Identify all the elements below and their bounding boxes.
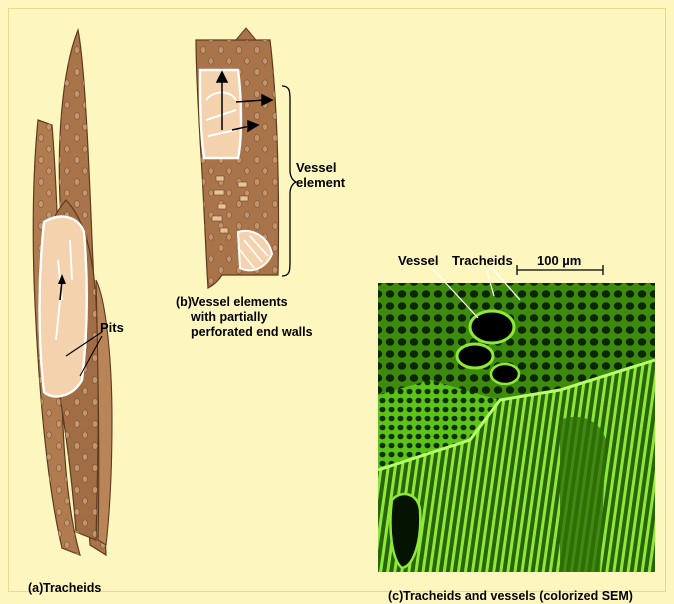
vessel-interior	[198, 68, 243, 160]
tracheid-interior	[38, 215, 88, 398]
sem-tracheids-label: Tracheids	[452, 253, 513, 268]
scale-bar-label: 100 µm	[537, 253, 582, 268]
perforated-end-wall	[236, 230, 274, 272]
pits-label: Pits	[100, 320, 124, 335]
vessel-element-label: Vessel element	[296, 160, 346, 190]
tracheid-right	[95, 279, 113, 546]
sem-vessel-label: Vessel	[398, 253, 439, 268]
caption-b-letter: (b)	[176, 295, 192, 309]
vessel-elements-drawing	[195, 27, 298, 289]
caption-c-letter: (c)	[388, 589, 404, 603]
caption-c-text: Tracheids and vessels (colorized SEM)	[403, 589, 633, 603]
caption-b: (b)Vessel elements with partially perfor…	[176, 295, 313, 340]
sem-vessel-opening	[468, 309, 516, 345]
pits-leader-lines	[65, 331, 103, 377]
tracheids-drawing	[32, 27, 113, 557]
caption-a: (a)Tracheids	[28, 566, 101, 596]
caption-a-text: Tracheids	[43, 581, 102, 595]
caption-b-text: Vessel elements with partially perforate…	[191, 295, 313, 339]
figure-frame	[8, 8, 666, 592]
scale-bar	[516, 265, 604, 275]
caption-a-letter: (a)	[28, 581, 44, 595]
sem-micrograph	[377, 265, 656, 572]
vessel-element-bracket	[281, 85, 298, 277]
